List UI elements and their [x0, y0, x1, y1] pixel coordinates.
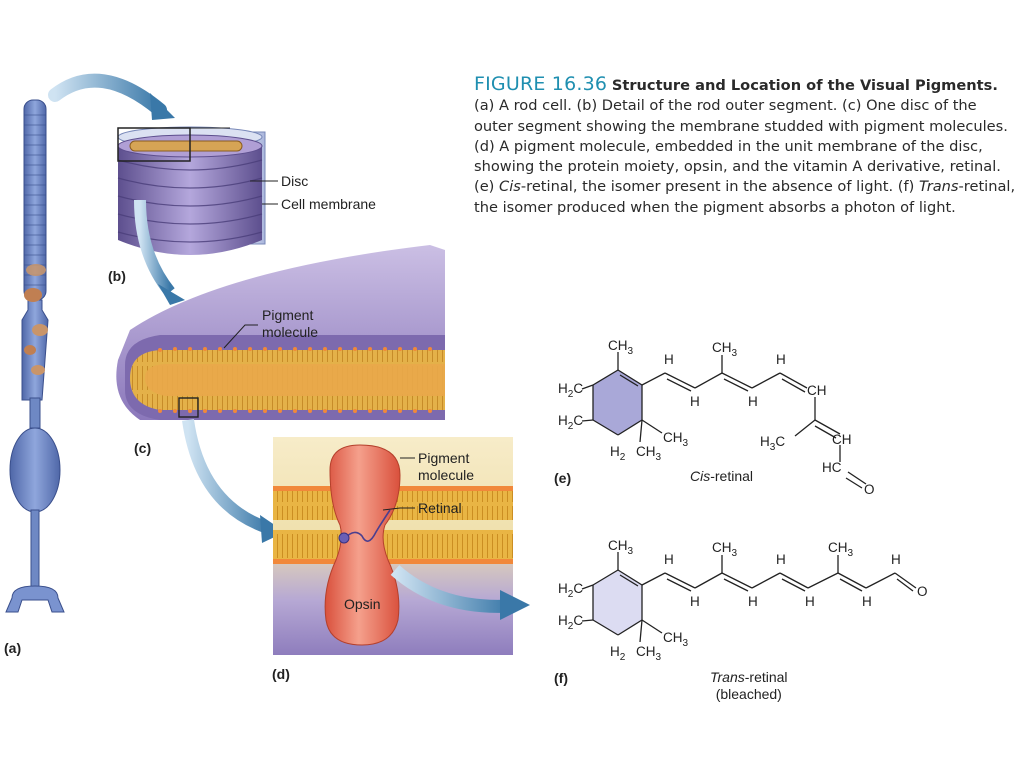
- cis-ch3-right: CH3: [663, 430, 689, 449]
- panel-label-e: (e): [554, 470, 571, 486]
- cis-hc: HC: [822, 460, 842, 475]
- trans-retinal-name: Trans-retinal (bleached): [710, 669, 788, 703]
- cis-h-2: H: [690, 394, 700, 409]
- trans-h2-bottom: H2: [610, 644, 626, 663]
- cis-ch3-bottom: CH3: [636, 444, 662, 463]
- panel-label-a: (a): [4, 640, 21, 656]
- pigment-molecule-panel: [273, 437, 513, 655]
- cis-h-3: H: [748, 394, 758, 409]
- arrow-a-to-b: [55, 81, 160, 110]
- cis-ch-2: CH: [832, 432, 852, 447]
- label-pigment-c-line1: Pigment: [262, 307, 318, 324]
- trans-h-2: H: [690, 594, 700, 609]
- trans-ch3-right: CH3: [663, 630, 689, 649]
- cis-retinal-name: Cis-retinal: [690, 468, 753, 485]
- trans-ch3-2: CH3: [712, 540, 738, 559]
- label-pigment-d-line2: molecule: [418, 467, 474, 484]
- panel-label-f: (f): [554, 670, 568, 686]
- trans-h-3: H: [748, 594, 758, 609]
- label-pigment-molecule-d: Pigment molecule: [418, 450, 474, 484]
- cis-h2-bottom: H2: [610, 444, 626, 463]
- trans-ch3-3: CH3: [828, 540, 854, 559]
- trans-h-1: H: [664, 552, 674, 567]
- cis-ch3-mid: CH3: [712, 340, 738, 359]
- label-pigment-d-line1: Pigment: [418, 450, 474, 467]
- label-disc: Disc: [281, 173, 308, 190]
- panel-label-b: (b): [108, 268, 126, 284]
- cis-name-italic: Cis: [690, 468, 710, 484]
- trans-ch3-bottom: CH3: [636, 644, 662, 663]
- trans-h2c-1: H2C: [558, 581, 583, 600]
- trans-note: (bleached): [710, 686, 788, 703]
- trans-h-7: H: [891, 552, 901, 567]
- trans-name-italic: Trans: [710, 669, 745, 685]
- cis-ch3-top: CH3: [608, 338, 634, 357]
- cis-h2c-2: H2C: [558, 413, 583, 432]
- trans-h-6: H: [862, 594, 872, 609]
- cis-ch: CH: [807, 383, 827, 398]
- panel-label-c: (c): [134, 440, 151, 456]
- rod-cell: [6, 100, 64, 612]
- trans-h-5: H: [805, 594, 815, 609]
- label-cell-membrane: Cell membrane: [281, 196, 376, 213]
- trans-name-rest: -retinal: [745, 669, 788, 685]
- label-opsin: Opsin: [344, 596, 381, 613]
- cis-h2c-1: H2C: [558, 381, 583, 400]
- panel-label-d: (d): [272, 666, 290, 682]
- cis-h3c: H3C: [760, 434, 785, 453]
- trans-ch3-1: CH3: [608, 538, 634, 557]
- label-retinal: Retinal: [418, 500, 462, 517]
- arrow-c-to-d: [188, 420, 268, 528]
- trans-h2c-2: H2C: [558, 613, 583, 632]
- trans-h-4: H: [776, 552, 786, 567]
- label-pigment-c-line2: molecule: [262, 324, 318, 341]
- label-pigment-molecule-c: Pigment molecule: [262, 307, 318, 341]
- cis-o: O: [864, 482, 875, 497]
- trans-retinal-structure: CH3 CH3 CH3 H2C H2C H2 CH3 CH3 H H H H H…: [558, 538, 928, 663]
- cis-name-rest: -retinal: [710, 468, 753, 484]
- cis-h-1: H: [664, 352, 674, 367]
- trans-o: O: [917, 584, 928, 599]
- cis-h-4: H: [776, 352, 786, 367]
